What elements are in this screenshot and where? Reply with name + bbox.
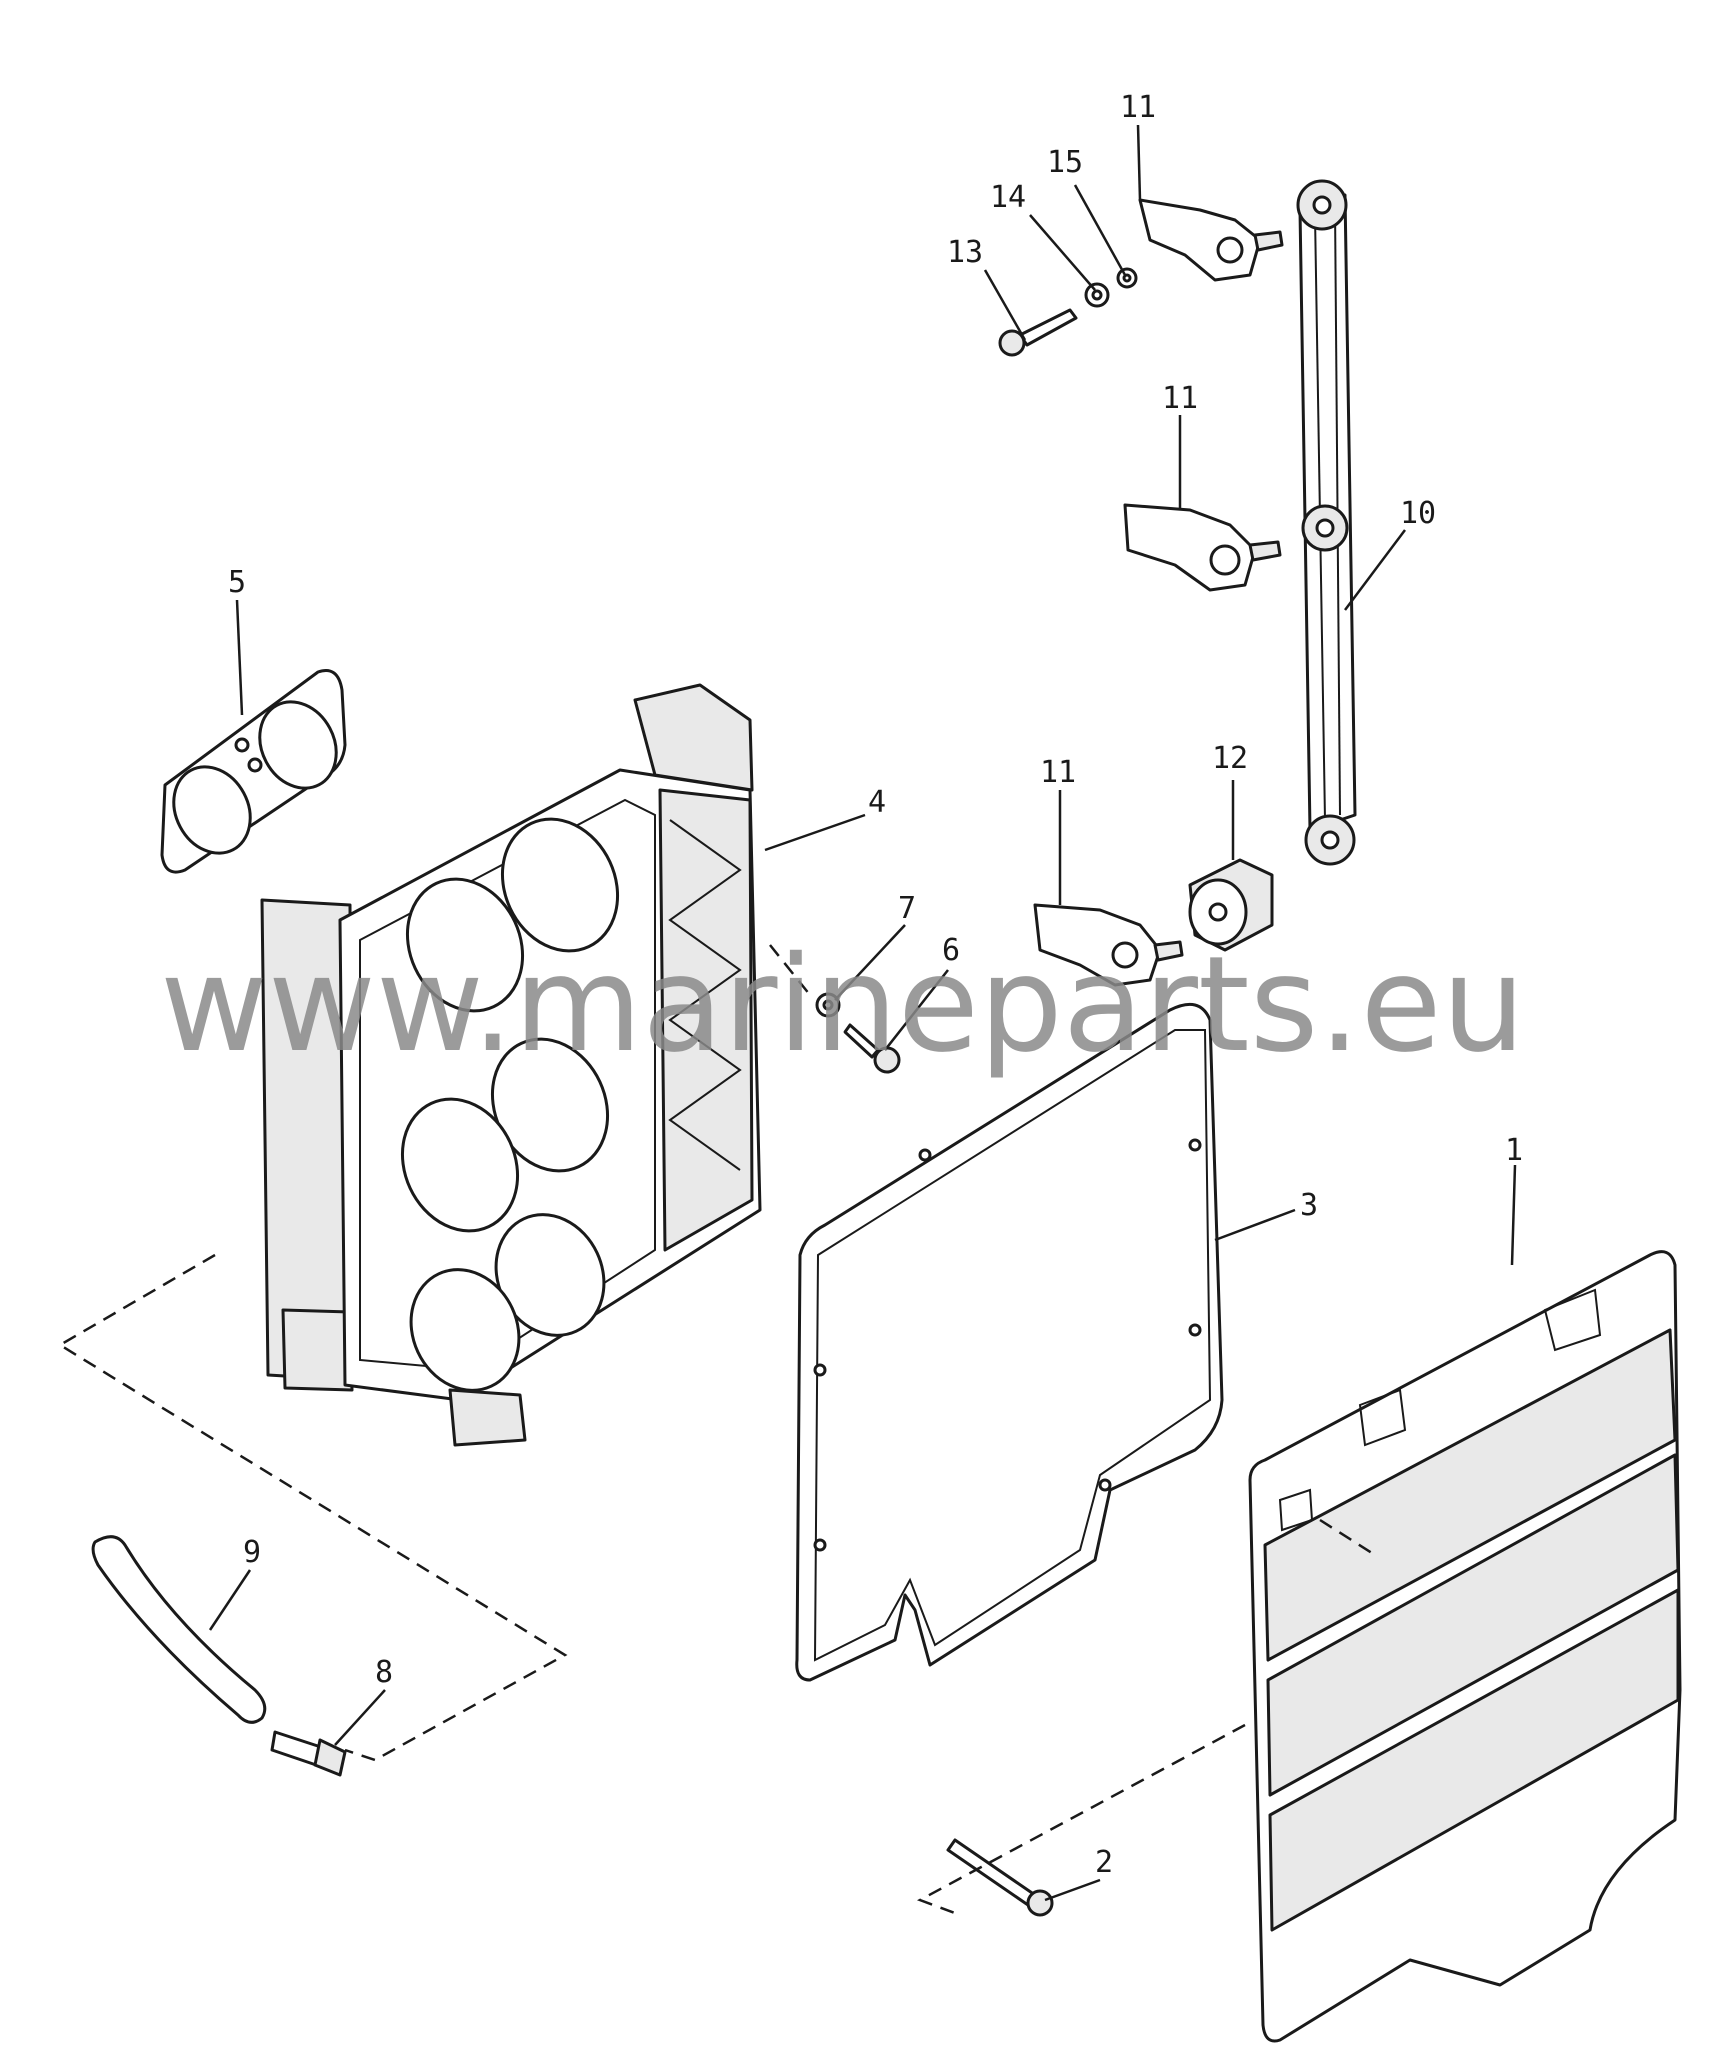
- part-2-screw: [946, 1838, 1054, 1917]
- leader-lines: [208, 124, 1517, 1902]
- callout-11-middle: 11: [1162, 381, 1198, 416]
- callout-11-top: 11: [1120, 90, 1156, 125]
- part-6-screw: [843, 1023, 901, 1074]
- part-11-lever-middle: [1123, 503, 1282, 592]
- assembly-lines: [57, 944, 1376, 1917]
- part-11-lever-bottom: [1033, 903, 1184, 987]
- part-4-adaptor-plate: [260, 683, 762, 1447]
- part-14-washer: [1084, 282, 1110, 308]
- callout-9: 9: [243, 1535, 261, 1570]
- watermark-text: www.marineparts.eu: [160, 928, 1525, 1082]
- callout-2: 2: [1095, 1845, 1113, 1880]
- callout-13: 13: [947, 235, 983, 270]
- callout-12: 12: [1212, 741, 1248, 776]
- callout-7: 7: [898, 891, 916, 926]
- part-13-screw: [998, 308, 1078, 357]
- part-10-link-rod: [1296, 179, 1357, 866]
- part-7-washer: [815, 992, 841, 1018]
- callout-4: 4: [868, 785, 886, 820]
- callout-5: 5: [228, 565, 246, 600]
- part-12-bushing: [1188, 858, 1274, 952]
- callout-labels: 1 2 3 4 5 6 7 8 9 10 11 11 11 12 13 14 1…: [228, 90, 1523, 1880]
- callout-6: 6: [942, 933, 960, 968]
- part-5-gasket: [160, 669, 347, 874]
- part-3-gasket: [795, 1002, 1224, 1682]
- part-11-lever-top: [1138, 198, 1284, 282]
- callout-1: 1: [1505, 1133, 1523, 1168]
- callout-10: 10: [1400, 496, 1436, 531]
- part-9-hose: [91, 1535, 267, 1724]
- callout-3: 3: [1300, 1188, 1318, 1223]
- part-1-cover: [1248, 1250, 1682, 2043]
- callout-14: 14: [990, 180, 1026, 215]
- part-8-fitting: [270, 1730, 347, 1777]
- callout-15: 15: [1047, 145, 1083, 180]
- part-15-washer: [1116, 267, 1138, 289]
- callout-8: 8: [375, 1655, 393, 1690]
- callout-11-bottom: 11: [1040, 755, 1076, 790]
